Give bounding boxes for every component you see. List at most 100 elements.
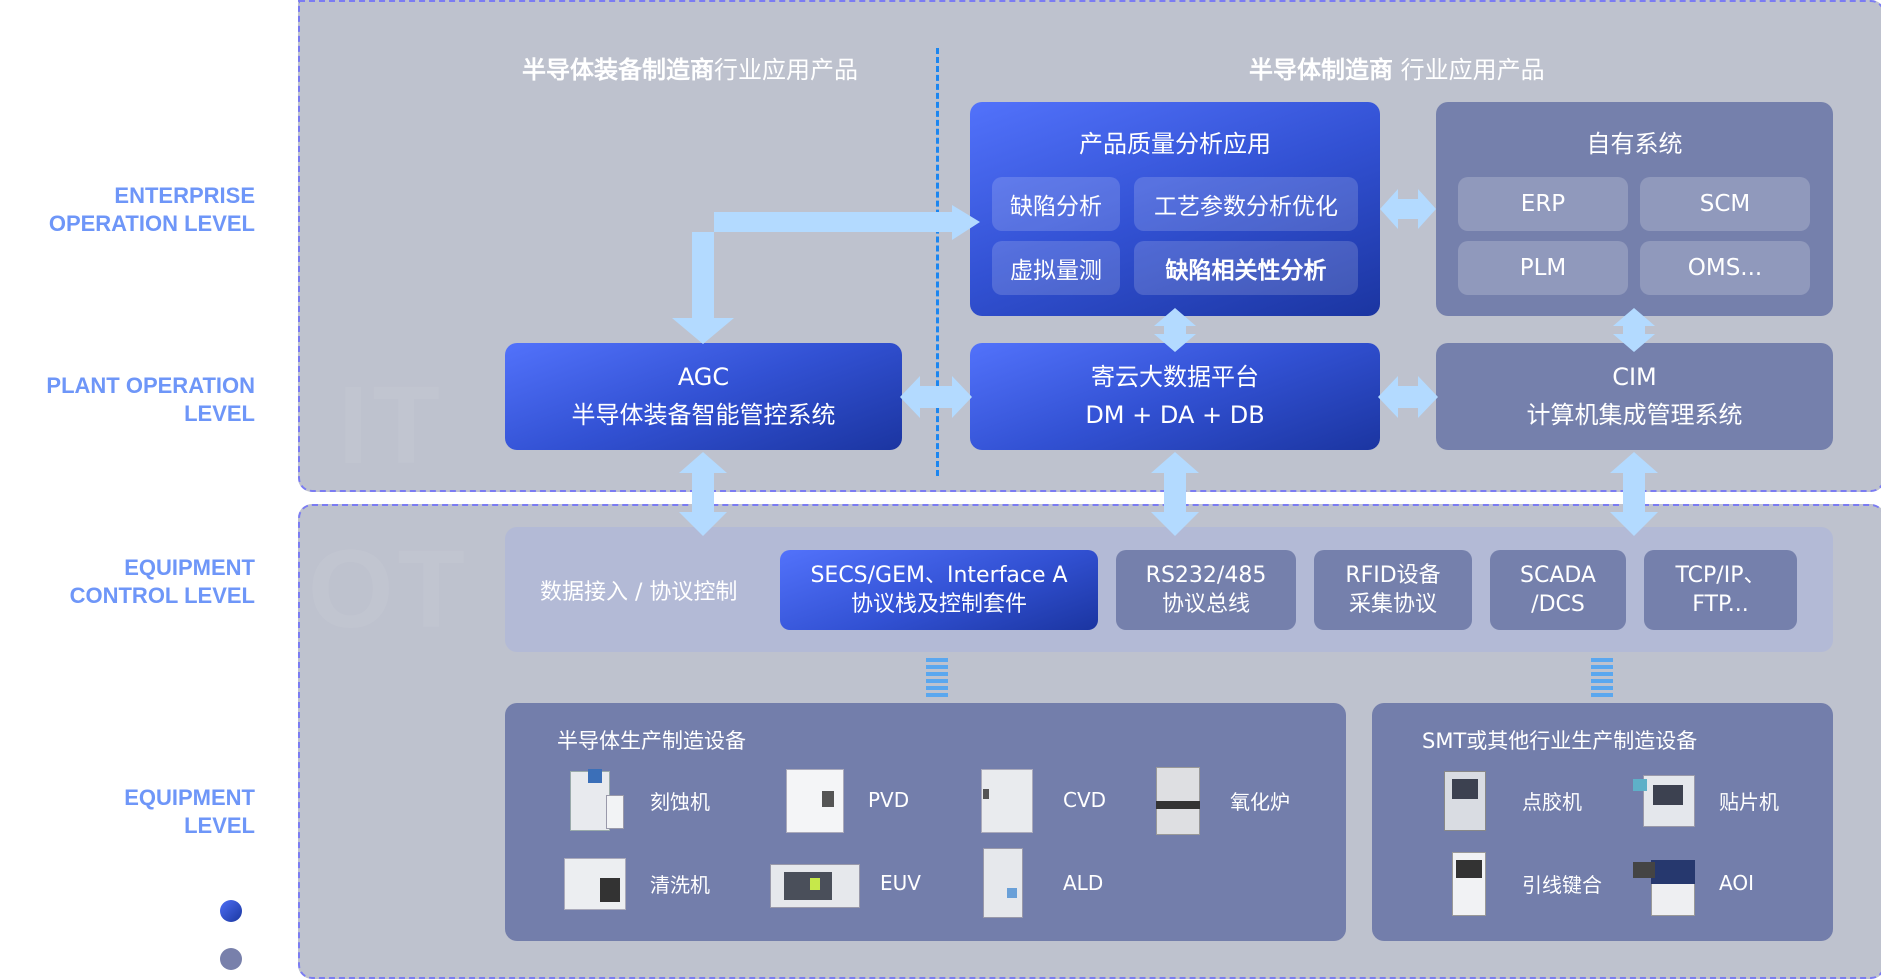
big-data-platform-box[interactable]: 寄云大数据平台 DM + DA + DB [970,343,1380,450]
level-label-line: LEVEL [184,813,255,838]
equipment-label: PVD [868,788,910,812]
cim-description: 计算机集成管理系统 [1526,401,1743,429]
protocol-line: TCP/IP、 [1675,563,1766,588]
arrow-quality-platform [1154,308,1196,352]
quality-analysis-box[interactable]: 产品质量分析应用 缺陷分析 工艺参数分析优化 虚拟量测 缺陷相关性分析 [970,102,1380,316]
level-label-enterprise: ENTERPRISE OPERATION LEVEL [49,182,255,238]
equipment-ald[interactable]: ALD [973,848,1103,918]
header-equipment-maker-bold: 半导体装备制造商 [522,56,714,84]
own-systems-box[interactable]: 自有系统 ERP SCM PLM OMS... [1436,102,1833,316]
protocol-line: 协议总线 [1161,592,1250,617]
chip-scm[interactable]: SCM [1640,177,1810,231]
platform-components: DM + DA + DB [1085,401,1265,429]
equipment-cleaner[interactable]: 清洗机 [560,848,710,918]
protocol-line: 采集协议 [1348,592,1437,617]
protocol-rs232[interactable]: RS232/485 协议总线 [1116,550,1296,630]
equipment-label: 刻蚀机 [650,789,710,814]
arrow-own-systems-cim [1613,308,1655,352]
level-label-equipment-control: EQUIPMENT CONTROL LEVEL [70,554,255,610]
equipment-label: 引线键合 [1522,872,1602,897]
machine-icon [770,848,860,918]
equipment-label: EUV [880,871,921,895]
protocol-band-label: 数据接入 / 协议控制 [540,580,738,605]
chip-defect-analysis[interactable]: 缺陷分析 [992,177,1120,231]
machine-icon [1629,848,1699,918]
level-label-line: EQUIPMENT [124,555,255,580]
protocol-line: FTP... [1692,592,1749,617]
chip-plm[interactable]: PLM [1458,241,1628,295]
header-equipment-maker: 半导体装备制造商行业应用产品 [522,50,858,85]
level-label-line: ENTERPRISE [114,183,255,208]
machine-icon [1432,765,1502,835]
legend-dot-blue [220,900,242,922]
equipment-etcher[interactable]: 刻蚀机 [560,765,710,835]
smt-equipment-title: SMT或其他行业生产制造设备 [1422,729,1698,753]
ot-watermark: OT [308,528,469,651]
arrow-cim-band [1610,452,1658,536]
protocol-rfid[interactable]: RFID设备 采集协议 [1314,550,1472,630]
equipment-cvd[interactable]: CVD [973,765,1106,835]
level-label-equipment: EQUIPMENT LEVEL [124,784,255,840]
level-label-line: PLANT OPERATION [46,373,255,398]
machine-icon [560,848,630,918]
level-label-line: EQUIPMENT [124,785,255,810]
equipment-oxidation-furnace[interactable]: 氧化炉 [1140,765,1290,835]
machine-icon [1629,765,1699,835]
machine-icon [1432,848,1502,918]
level-label-plant: PLANT OPERATION LEVEL [46,372,255,428]
platform-name: 寄云大数据平台 [1091,363,1259,391]
level-label-line: LEVEL [184,401,255,426]
protocol-line: RS232/485 [1145,563,1267,588]
chip-erp[interactable]: ERP [1458,177,1628,231]
cim-name: CIM [1612,363,1657,391]
own-systems-title: 自有系统 [1586,130,1683,158]
equipment-label: ALD [1063,871,1104,895]
cim-box[interactable]: CIM 计算机集成管理系统 [1436,343,1833,450]
equipment-aoi[interactable]: AOI [1629,848,1754,918]
protocol-line: SECS/GEM、Interface A [810,563,1068,588]
chip-process-param-optimization[interactable]: 工艺参数分析优化 [1134,177,1358,231]
header-semiconductor-maker: 半导体制造商 行业应用产品 [1249,50,1545,85]
machine-icon [560,765,630,835]
chip-defect-correlation[interactable]: 缺陷相关性分析 [1134,241,1358,295]
arrow-agc-platform [900,376,972,418]
chip-virtual-metrology[interactable]: 虚拟量测 [992,241,1120,295]
agc-description: 半导体装备智能管控系统 [571,401,836,429]
it-watermark: IT [338,364,444,487]
connector-stripes-left [926,658,948,698]
arrow-agc-band [679,452,727,536]
arrow-quality-own-systems [1380,189,1436,229]
equipment-label: CVD [1063,788,1107,812]
machine-icon [973,848,1043,918]
chip-oms[interactable]: OMS... [1640,241,1810,295]
machine-icon [1140,765,1210,835]
equipment-label: AOI [1719,871,1754,895]
protocol-secs-gem[interactable]: SECS/GEM、Interface A 协议栈及控制套件 [780,550,1098,630]
header-semiconductor-maker-normal: 行业应用产品 [1393,56,1545,84]
agc-box[interactable]: AGC 半导体装备智能管控系统 [505,343,902,450]
header-semiconductor-maker-bold: 半导体制造商 [1249,56,1393,84]
vertical-divider [936,48,939,476]
equipment-pick-and-place[interactable]: 贴片机 [1629,765,1779,835]
protocol-line: RFID设备 [1345,563,1441,588]
protocol-line: 协议栈及控制套件 [850,592,1027,617]
protocol-tcp-ip[interactable]: TCP/IP、 FTP... [1644,550,1797,630]
legend-dot-gray [220,948,242,970]
semiconductor-equipment-title: 半导体生产制造设备 [557,729,746,753]
level-label-line: CONTROL LEVEL [69,583,255,608]
arrow-platform-cim [1378,376,1438,418]
equipment-dispenser[interactable]: 点胶机 [1432,765,1582,835]
arrow-agc-to-quality [672,205,980,344]
equipment-pvd[interactable]: PVD [778,765,909,835]
protocol-line: /DCS [1531,592,1585,617]
equipment-label: 清洗机 [650,872,710,897]
connector-stripes-right [1591,658,1613,698]
smt-equipment-panel: SMT或其他行业生产制造设备 点胶机 贴片机 引线键合 AOI [1372,703,1833,941]
equipment-wire-bonder[interactable]: 引线键合 [1432,848,1602,918]
protocol-line: SCADA [1520,563,1596,588]
equipment-label: 贴片机 [1719,789,1779,814]
agc-name: AGC [677,363,730,391]
equipment-euv[interactable]: EUV [770,848,921,918]
protocol-scada[interactable]: SCADA /DCS [1490,550,1626,630]
